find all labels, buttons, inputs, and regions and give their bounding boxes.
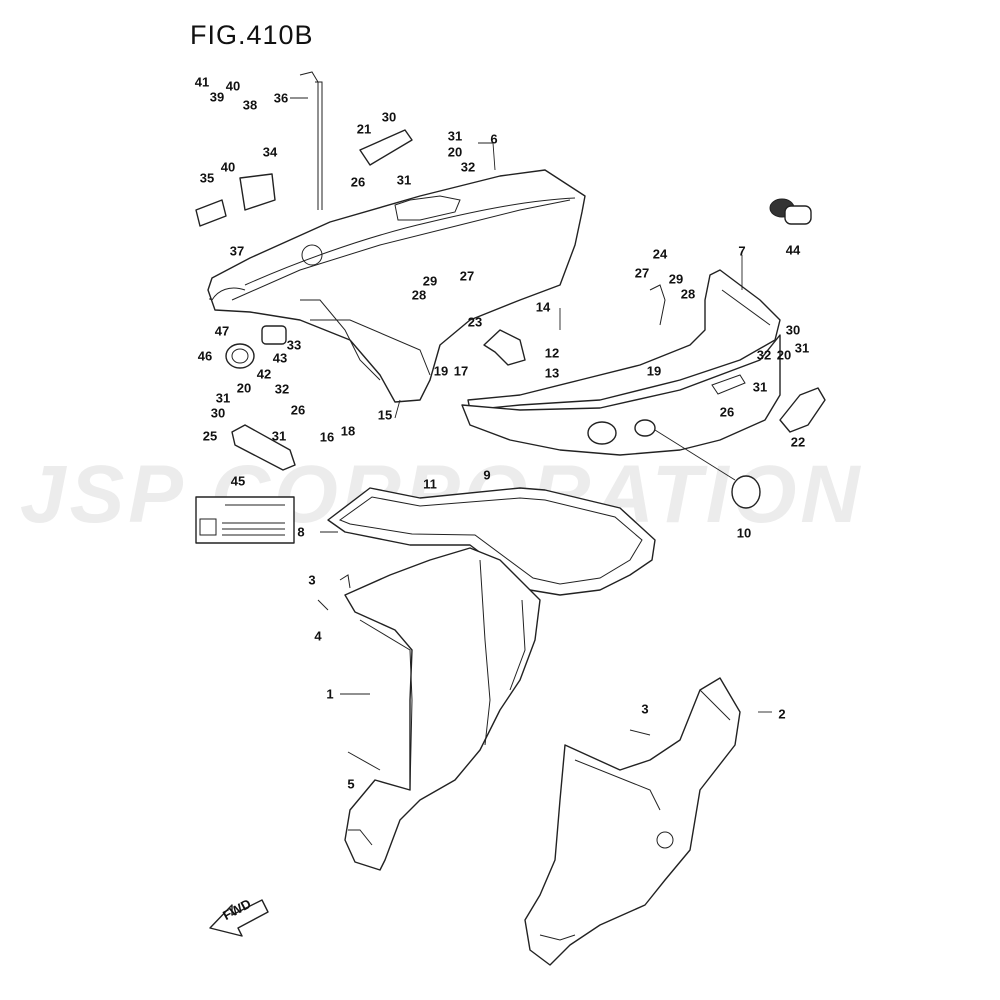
part-12-bracket	[483, 329, 526, 366]
callout-28: 28	[680, 286, 696, 302]
callout-12: 12	[544, 345, 560, 361]
part-21-latch	[359, 129, 413, 166]
part-8-seal	[327, 487, 656, 596]
part-36-rod	[299, 71, 323, 210]
part-1-lower-cover	[344, 547, 541, 871]
callout-26: 26	[719, 404, 735, 420]
callout-20: 20	[447, 144, 463, 160]
callout-19: 19	[433, 363, 449, 379]
callout-14: 14	[535, 299, 551, 315]
part-22-pad	[779, 387, 826, 433]
callout-31: 31	[752, 379, 768, 395]
callout-5: 5	[347, 776, 355, 792]
callout-27: 27	[634, 265, 650, 281]
callout-31: 31	[271, 428, 287, 444]
callout-3: 3	[641, 701, 649, 717]
callout-30: 30	[785, 322, 801, 338]
part-3-clip	[339, 574, 651, 736]
part-2-lower-cover	[524, 677, 741, 966]
callout-37: 37	[229, 243, 245, 259]
callout-32: 32	[460, 159, 476, 175]
callout-4: 4	[314, 628, 322, 644]
callout-7: 7	[738, 243, 746, 259]
callout-17: 17	[453, 363, 469, 379]
callout-1: 1	[326, 686, 334, 702]
callout-46: 46	[197, 348, 213, 364]
part-47-knob	[261, 325, 287, 345]
callout-35: 35	[199, 170, 215, 186]
fwd-arrow-icon	[209, 899, 269, 937]
callout-20: 20	[776, 347, 792, 363]
leader-lines	[209, 97, 772, 713]
part-25-pad	[231, 424, 296, 471]
callout-31: 31	[215, 390, 231, 406]
callout-19: 19	[646, 363, 662, 379]
callout-11: 11	[423, 476, 437, 492]
part-46-seal	[225, 343, 255, 369]
callout-9: 9	[483, 467, 491, 483]
part-24-hook	[649, 284, 666, 326]
callout-39: 39	[209, 89, 225, 105]
callout-29: 29	[668, 271, 684, 287]
part-4-bolt	[317, 599, 329, 611]
callout-43: 43	[272, 350, 288, 366]
callout-21: 21	[356, 121, 372, 137]
callout-29: 29	[422, 273, 438, 289]
callout-28: 28	[411, 287, 427, 303]
callout-38: 38	[242, 97, 258, 113]
callout-8: 8	[297, 524, 305, 540]
callout-25: 25	[202, 428, 218, 444]
callout-44: 44	[785, 242, 801, 258]
callout-26: 26	[290, 402, 306, 418]
callout-16: 16	[319, 429, 335, 445]
callout-32: 32	[756, 347, 772, 363]
callout-30: 30	[210, 405, 226, 421]
callout-18: 18	[340, 423, 356, 439]
callout-3: 3	[308, 572, 316, 588]
callout-13: 13	[544, 365, 560, 381]
callout-24: 24	[652, 246, 668, 262]
callout-40: 40	[225, 78, 241, 94]
part-7-side-cover	[461, 269, 781, 456]
callout-31: 31	[794, 340, 810, 356]
callout-31: 31	[447, 128, 463, 144]
callout-33: 33	[286, 337, 302, 353]
part-5-bolt	[347, 751, 381, 771]
part-35-latch	[195, 199, 227, 227]
callout-41: 41	[194, 74, 210, 90]
callout-31: 31	[396, 172, 412, 188]
callout-45: 45	[230, 473, 246, 489]
callout-34: 34	[262, 144, 278, 160]
part-6-side-cover	[207, 169, 586, 403]
callout-36: 36	[273, 90, 289, 106]
callout-2: 2	[778, 706, 786, 722]
callout-32: 32	[274, 381, 290, 397]
callout-40: 40	[220, 159, 236, 175]
callout-6: 6	[490, 131, 498, 147]
callout-26: 26	[350, 174, 366, 190]
callout-10: 10	[736, 525, 752, 541]
callout-20: 20	[236, 380, 252, 396]
callout-30: 30	[381, 109, 397, 125]
callout-23: 23	[467, 314, 483, 330]
part-44-plug	[769, 198, 812, 225]
figure-title: FIG.410B	[190, 20, 314, 50]
part-10-grommet	[654, 429, 761, 509]
part-34-bracket	[239, 173, 276, 211]
part-45-label	[195, 496, 295, 544]
callout-15: 15	[377, 407, 393, 423]
callout-22: 22	[790, 434, 806, 450]
callout-47: 47	[214, 323, 230, 339]
callout-42: 42	[256, 366, 272, 382]
callout-27: 27	[459, 268, 475, 284]
